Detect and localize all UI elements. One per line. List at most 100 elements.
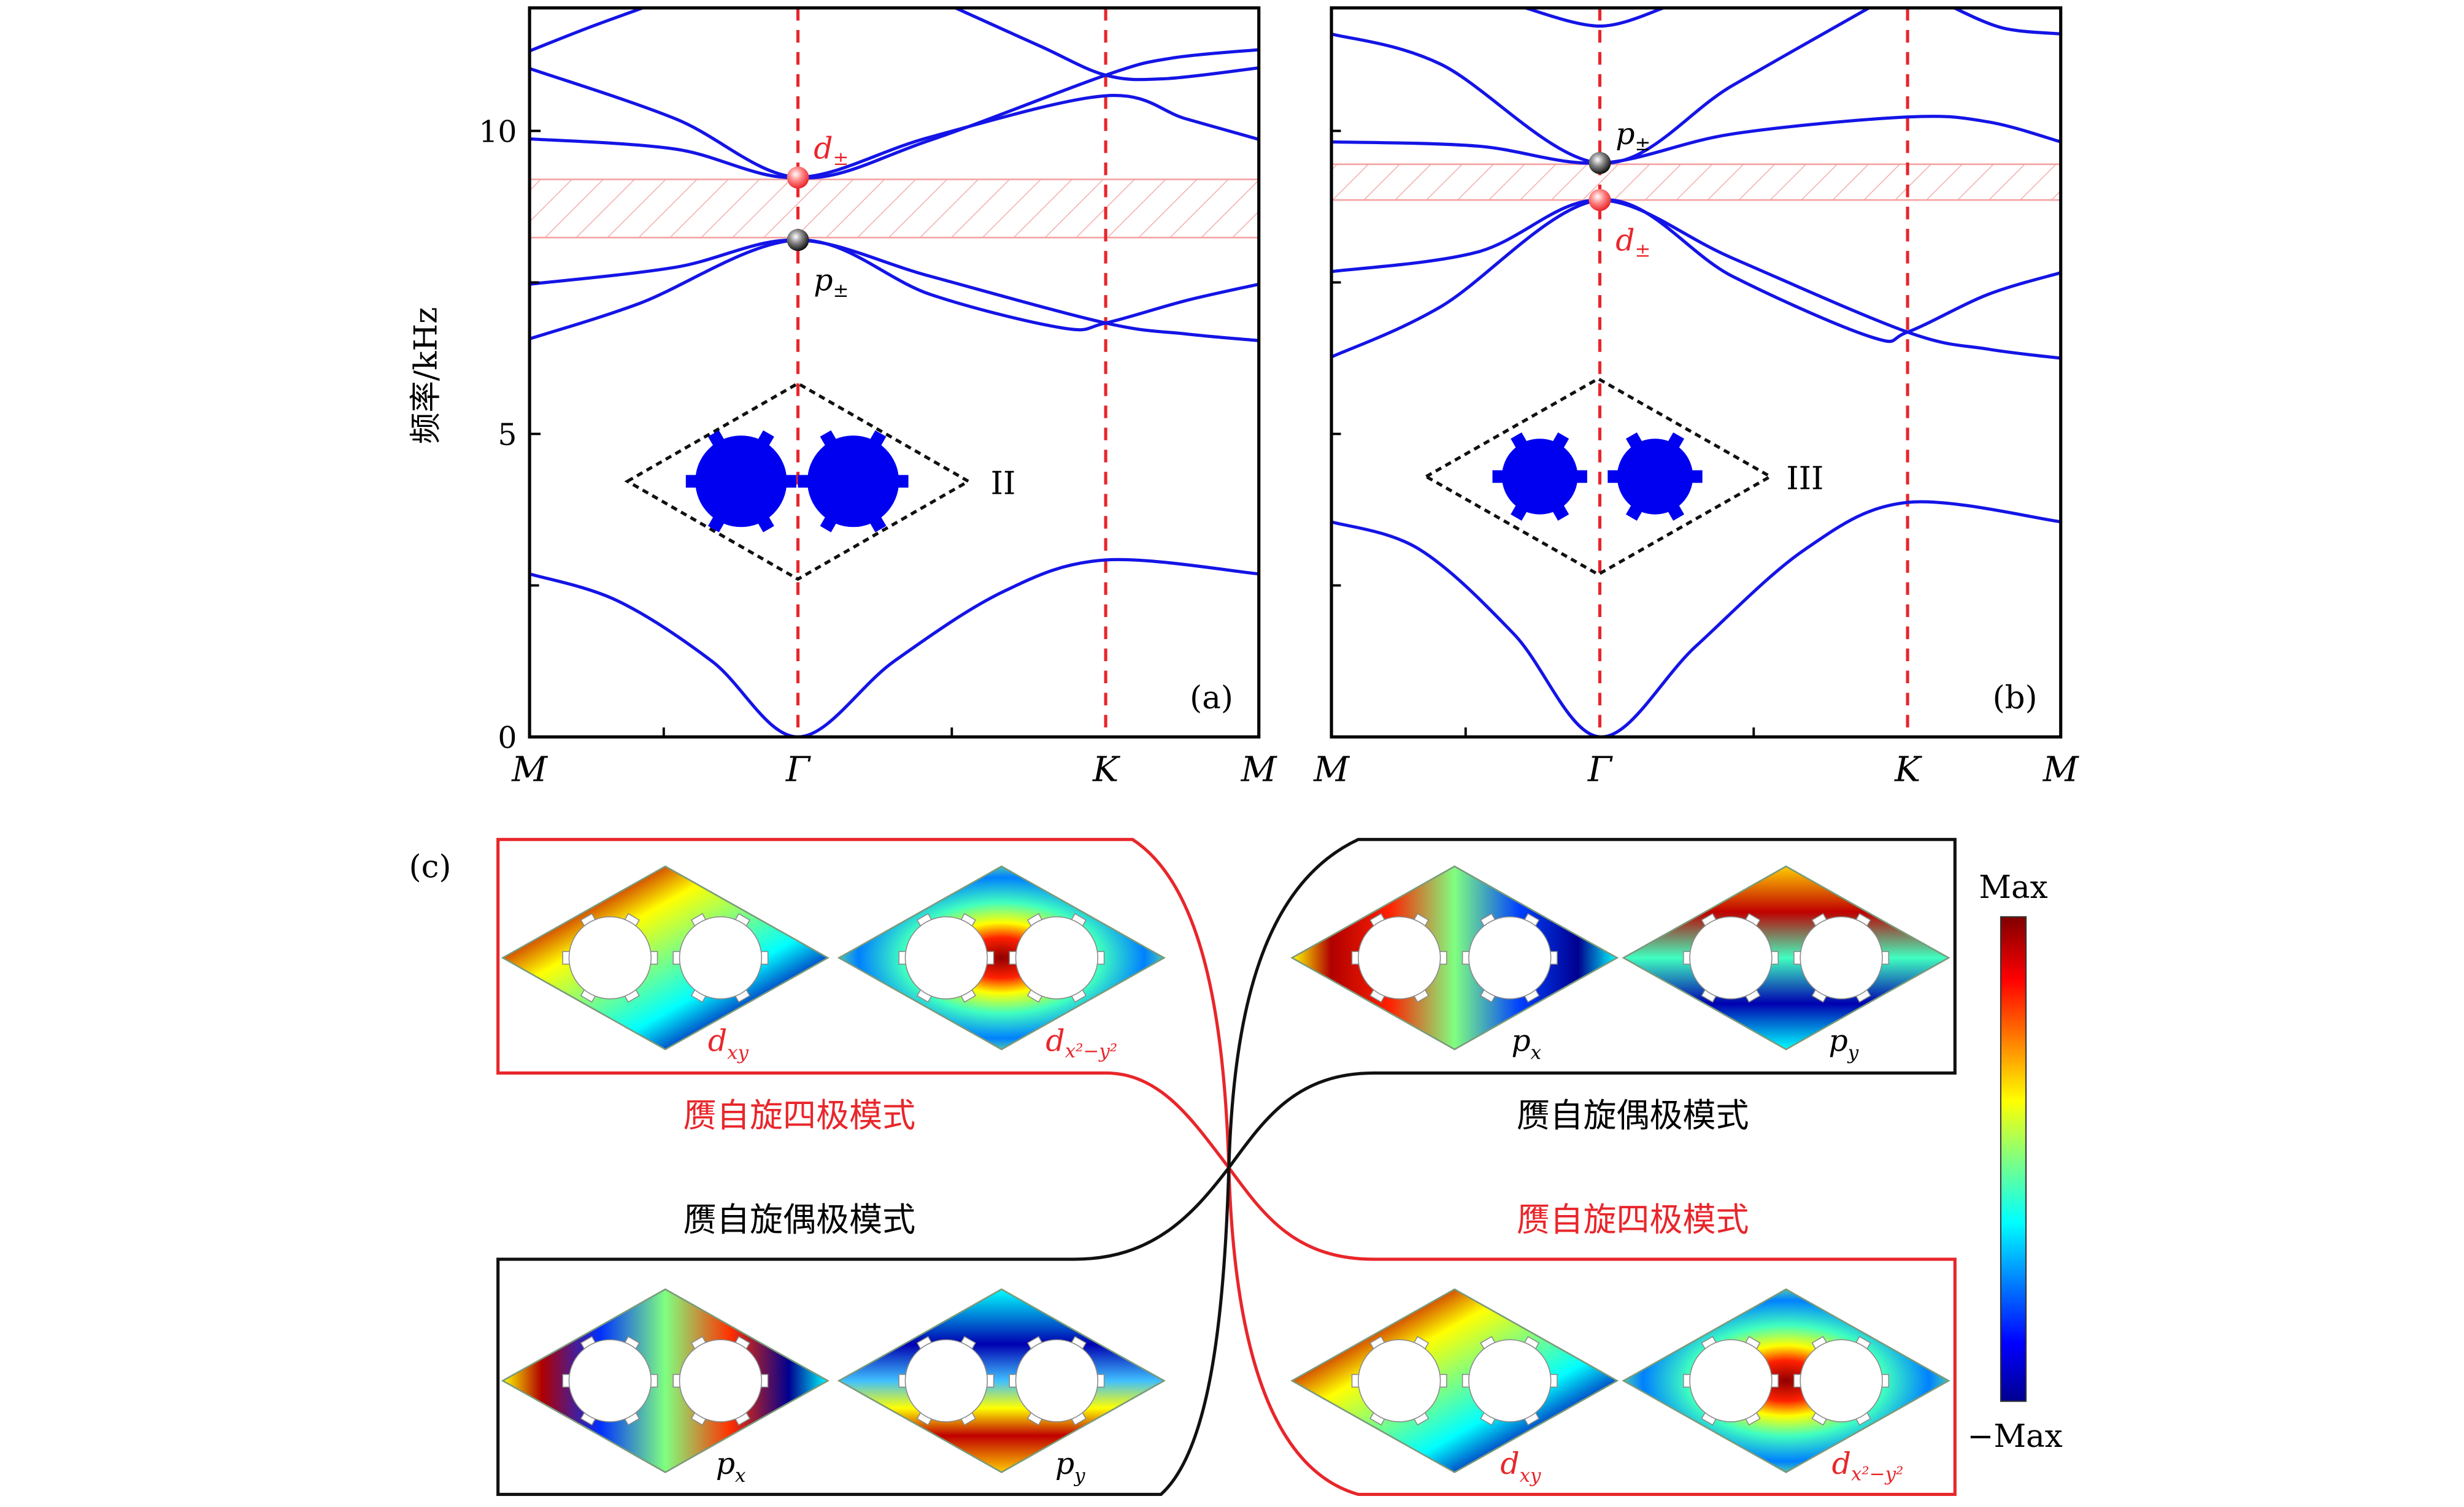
bands	[1331, 7, 2061, 737]
mode-label-py-bottom: py	[1055, 1446, 1085, 1487]
band-band7	[952, 7, 1259, 82]
gear-body	[568, 1339, 652, 1422]
rod-hole-icon	[1351, 1336, 1447, 1426]
band-band1	[529, 558, 1259, 737]
x-tick-label: M	[2042, 750, 2080, 790]
unit-cell-field	[837, 1288, 1166, 1473]
rod-hole-icon	[1683, 913, 1779, 1003]
rod-hole-icon	[1461, 913, 1558, 1003]
unit-cell-field	[1290, 1288, 1619, 1473]
rod-icon	[1607, 432, 1703, 521]
x-tick-label: K	[1092, 750, 1121, 790]
caption-quadrupole-left: 赝自旋四极模式	[683, 1096, 915, 1135]
band-band6	[529, 7, 647, 53]
gear-body	[1800, 916, 1883, 1000]
rod-hole-icon	[898, 913, 995, 1003]
rod-hole-icon	[1009, 1336, 1105, 1426]
degenerate-point-label: d±	[814, 131, 849, 170]
rod-icon	[1492, 432, 1587, 521]
mode-label-py-top: py	[1829, 1023, 1859, 1064]
gear-body	[1689, 916, 1773, 1000]
gear-body	[1800, 1339, 1883, 1422]
mode-connectors	[496, 838, 1957, 1496]
unit-cell-field	[1622, 1288, 1950, 1473]
degenerate-point-p	[1588, 151, 1611, 174]
x-tick-label: Γ	[785, 750, 811, 790]
gear-body	[1617, 439, 1693, 515]
y-tick-label: 5	[498, 417, 517, 452]
band-band2	[529, 238, 1259, 340]
band-gap-region	[528, 178, 1260, 239]
rod-hole-icon	[562, 913, 658, 1003]
unit-cell-field	[501, 865, 830, 1051]
band-band3	[529, 238, 1259, 342]
rod-icon	[798, 430, 909, 532]
degenerate-point-label: d±	[1615, 223, 1650, 261]
rod-hole-icon	[1793, 1336, 1890, 1426]
y-tick-label: 10	[479, 114, 517, 149]
band-band4	[529, 94, 1259, 180]
gear-body	[1689, 1339, 1773, 1422]
caption-dipole-right: 赝自旋偶极模式	[1517, 1096, 1749, 1135]
py-field-bottom	[837, 1288, 1166, 1473]
rod-icon	[685, 430, 796, 532]
dxy-field-bottom	[1290, 1288, 1619, 1473]
gear-body	[807, 435, 899, 527]
dxy-field-top	[501, 865, 830, 1051]
unit-cell-field	[1622, 865, 1950, 1051]
degenerate-point-d	[787, 166, 809, 189]
structure-label: III	[1786, 461, 1823, 497]
degenerate-point-label: p±	[1615, 117, 1650, 155]
dx2y2-field-bottom	[1622, 1288, 1950, 1473]
gear-body	[904, 916, 988, 1000]
colorbar-min-label: −Max	[1967, 1418, 2062, 1455]
rod-hole-icon	[1351, 913, 1447, 1003]
mode-label-dxy-top: dxy	[708, 1023, 749, 1064]
gear-body	[1468, 1339, 1552, 1422]
band-band1	[1331, 500, 2061, 737]
caption-quadrupole-right: 赝自旋四极模式	[1517, 1200, 1749, 1239]
rod-hole-icon	[1683, 1336, 1779, 1426]
caption-dipole-left: 赝自旋偶极模式	[683, 1200, 915, 1239]
mode-field-maps	[501, 865, 1950, 1473]
gear-body	[1358, 1339, 1441, 1422]
mode-label-dx2y2-bottom: dx²−y²	[1832, 1446, 1904, 1485]
mode-label-px-bottom: px	[716, 1446, 746, 1487]
colorbar-max-label: Max	[1979, 869, 2047, 906]
gear-body	[1015, 916, 1099, 1000]
py-field-top	[1622, 865, 1950, 1051]
x-tick-label: M	[1241, 750, 1278, 790]
x-tick-label: M	[1313, 750, 1350, 790]
dipole-box-path	[496, 838, 1957, 1496]
plot-frame	[1330, 6, 2063, 739]
panel-tag-b: (b)	[1993, 680, 2038, 716]
rod-hole-icon	[898, 1336, 995, 1426]
unit-cell-field	[1290, 865, 1619, 1051]
y-tick-label: 0	[498, 720, 517, 755]
x-tick-label: K	[1894, 750, 1923, 790]
colorbar	[2000, 916, 2027, 1402]
rod-hole-icon	[1461, 1336, 1558, 1426]
gear-body	[904, 1339, 988, 1422]
gear-body	[1468, 916, 1552, 1000]
band-band7	[1950, 7, 2061, 36]
px-field-top	[1290, 865, 1619, 1051]
unit-cell-field	[501, 1288, 830, 1473]
gear-body	[679, 916, 763, 1000]
dx2y2-field-top	[837, 865, 1166, 1051]
unit-cell-outline	[624, 382, 972, 581]
quadrupole-box-top-left	[496, 838, 1957, 1496]
gear-body	[1358, 916, 1441, 1000]
gear-body	[1501, 439, 1578, 515]
plot-frame	[528, 6, 1261, 739]
gear-body	[568, 916, 652, 1000]
gear-body	[679, 1339, 763, 1422]
rod-hole-icon	[672, 1336, 769, 1426]
unit-cell-field	[837, 865, 1166, 1051]
band-band6	[1520, 7, 1668, 28]
band-band2	[1331, 198, 2061, 359]
rod-hole-icon	[672, 913, 769, 1003]
